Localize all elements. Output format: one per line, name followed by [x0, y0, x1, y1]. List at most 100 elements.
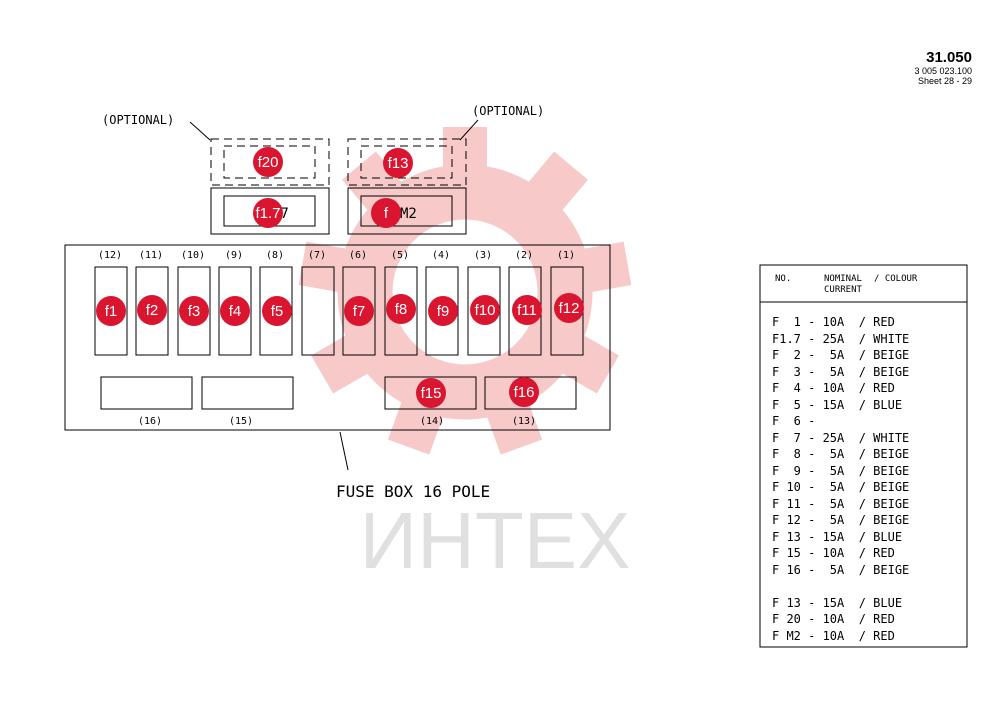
- legend-header-colour: / COLOUR: [874, 274, 918, 284]
- position-labels-top: (12) (11) (10) (9) (8) (7) (6) (5) (4) (…: [98, 250, 575, 261]
- optional-leader-right: [459, 119, 479, 141]
- badge-label: f7: [353, 303, 366, 320]
- badge-label: f2: [146, 302, 159, 319]
- fuse-badge-f20[interactable]: f20: [253, 147, 283, 177]
- position-labels-bottom: (16) (15) (14) (13): [138, 416, 536, 427]
- badge-label: f16: [514, 384, 535, 401]
- legend-row: F 16 - 5A / BEIGE: [772, 563, 909, 577]
- legend-row: F 5 - 15A / BLUE: [772, 398, 902, 412]
- position-label: (2): [515, 250, 533, 261]
- fuse-badge-f16[interactable]: f16: [509, 377, 539, 407]
- fuse-badge-f3[interactable]: f3: [179, 296, 209, 326]
- badge-label: f15: [421, 385, 442, 402]
- bottom-slot-14: [384, 376, 477, 410]
- fuse-slot: [218, 266, 252, 356]
- legend-row: F 7 - 25A / WHITE: [772, 431, 909, 445]
- legend-extra-row: F M2 - 10A / RED: [772, 629, 895, 643]
- sheet-code: 3 005 023.100: [914, 66, 972, 76]
- position-label: (7): [308, 250, 326, 261]
- badge-label: f9: [437, 303, 450, 320]
- position-label: (5): [391, 250, 409, 261]
- fuse-box-outline: [64, 244, 611, 431]
- position-label: (11): [139, 250, 163, 261]
- position-label: (8): [266, 250, 284, 261]
- fuse-badge-f7[interactable]: f7: [344, 296, 374, 326]
- position-label: (3): [474, 250, 492, 261]
- legend-row: F 6 -: [772, 414, 815, 428]
- optional-box-right: [347, 138, 467, 186]
- badge-label: f12: [559, 300, 580, 317]
- legend-row: F 4 - 10A / RED: [772, 381, 895, 395]
- fuse-slot: [301, 266, 335, 356]
- badge-label: f1.7: [255, 205, 280, 222]
- bottom-slot-13: [484, 376, 577, 410]
- fuse-badge-f1-7[interactable]: f1.7: [253, 198, 283, 228]
- legend-row: F 10 - 5A / BEIGE: [772, 480, 909, 494]
- fuse-slot: [384, 266, 418, 356]
- fuse-slot: [467, 266, 501, 356]
- caption-leader: [339, 431, 349, 471]
- legend-row: F 13 - 15A / BLUE: [772, 530, 902, 544]
- bottom-slots: [100, 376, 577, 410]
- badge-label: f13: [388, 155, 409, 172]
- legend-row: F 9 - 5A / BEIGE: [772, 464, 909, 478]
- legend-row: F 15 - 10A / RED: [772, 546, 895, 560]
- optional-label-right: (OPTIONAL): [472, 104, 544, 118]
- fuse-badge-f11[interactable]: f11: [512, 295, 542, 325]
- badge-label: f4: [229, 303, 242, 320]
- badge-label: f11: [517, 302, 537, 319]
- optional-leader-left: [189, 121, 211, 141]
- fuse-badge-f9[interactable]: f9: [428, 296, 458, 326]
- legend-header-no: NO.: [775, 274, 791, 284]
- legend-header-current: CURRENT: [824, 285, 863, 295]
- fuse-badge-f8[interactable]: f8: [386, 294, 416, 324]
- badge-label: f3: [188, 303, 201, 320]
- fuse-badge-f4[interactable]: f4: [220, 296, 250, 326]
- position-label: (1): [557, 250, 575, 261]
- position-label: (12): [98, 250, 122, 261]
- position-label: (13): [512, 416, 536, 427]
- badge-label: f1: [105, 303, 118, 320]
- fuse-badge-f15[interactable]: f15: [416, 378, 446, 408]
- legend-extra-row: F 13 - 15A / BLUE: [772, 596, 902, 610]
- optional-box-left: [210, 138, 330, 186]
- fuse-badge-f13-top[interactable]: f13: [383, 148, 413, 178]
- badge-label: f20: [258, 154, 279, 171]
- position-label: (6): [349, 250, 367, 261]
- legend-row: F 3 - 5A / BEIGE: [772, 365, 909, 379]
- fuse-legend-table: NO. NOMINAL / COLOUR CURRENT F 1 - 10A /…: [759, 264, 968, 648]
- position-label: (4): [432, 250, 450, 261]
- legend-row: F 11 - 5A / BEIGE: [772, 497, 909, 511]
- legend-row: F 12 - 5A / BEIGE: [772, 513, 909, 527]
- optional-label-left: (OPTIONAL): [102, 113, 174, 127]
- legend-header-nominal: NOMINAL: [824, 274, 862, 284]
- position-label: (14): [420, 416, 444, 427]
- badge-label: f10: [475, 302, 496, 319]
- position-label: (16): [138, 416, 162, 427]
- fuse-badge-f1[interactable]: f1: [96, 296, 126, 326]
- position-label: (9): [225, 250, 243, 261]
- fuse-slot: [342, 266, 376, 356]
- position-label: (10): [181, 250, 205, 261]
- sheet-label: Sheet 28 - 29: [918, 76, 972, 86]
- watermark-gear: [298, 127, 632, 455]
- fuse-badge-fm2[interactable]: f: [371, 198, 401, 228]
- bottom-slot-16: [100, 376, 193, 410]
- fuse-badge-f5[interactable]: f5: [262, 296, 292, 326]
- fuse-badge-f2[interactable]: f2: [137, 295, 167, 325]
- watermark-text: ИНТЕХ: [360, 496, 631, 585]
- fuse-badge-f10[interactable]: f10: [470, 295, 500, 325]
- fuse-slot: [177, 266, 211, 356]
- legend-extra-row: F 20 - 10A / RED: [772, 612, 895, 626]
- fuse-badge-f12[interactable]: f12: [554, 293, 584, 323]
- bottom-badges: f15 f16: [416, 377, 539, 408]
- bottom-slot-15: [201, 376, 294, 410]
- fuse-badges: f1 f2 f3 f4 f5 f7 f8 f9 f10 f11 f12: [96, 293, 584, 326]
- sheet-number: 31.050: [926, 49, 972, 66]
- badge-label: f: [384, 205, 389, 222]
- legend-row: F 1 - 10A / RED: [772, 315, 895, 329]
- fuse-box-caption: FUSE BOX 16 POLE: [336, 482, 490, 501]
- fuse-slot: [94, 266, 128, 356]
- legend-row: F1.7 - 25A / WHITE: [772, 332, 909, 346]
